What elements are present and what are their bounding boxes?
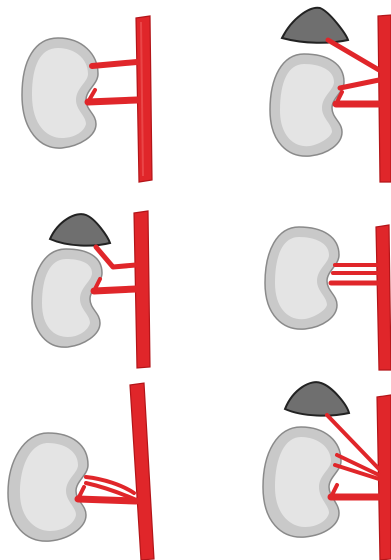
panel-2 bbox=[260, 0, 391, 185]
adrenal-gland bbox=[282, 8, 348, 43]
adrenal-gland bbox=[285, 382, 349, 415]
kidney bbox=[32, 249, 102, 347]
panel-1 bbox=[0, 0, 195, 185]
kidney bbox=[8, 433, 88, 541]
aorta bbox=[130, 383, 154, 560]
panel-6 bbox=[255, 365, 391, 560]
kidney bbox=[263, 427, 341, 537]
kidney bbox=[22, 38, 98, 148]
kidney bbox=[265, 227, 339, 329]
aorta bbox=[378, 15, 391, 182]
panel-3 bbox=[0, 185, 195, 370]
adrenal-gland bbox=[50, 214, 110, 246]
aorta bbox=[376, 225, 391, 370]
renal-arteries bbox=[331, 265, 378, 283]
panel-4 bbox=[255, 185, 391, 370]
renal-arteries bbox=[78, 477, 136, 501]
panel-5 bbox=[0, 365, 195, 560]
